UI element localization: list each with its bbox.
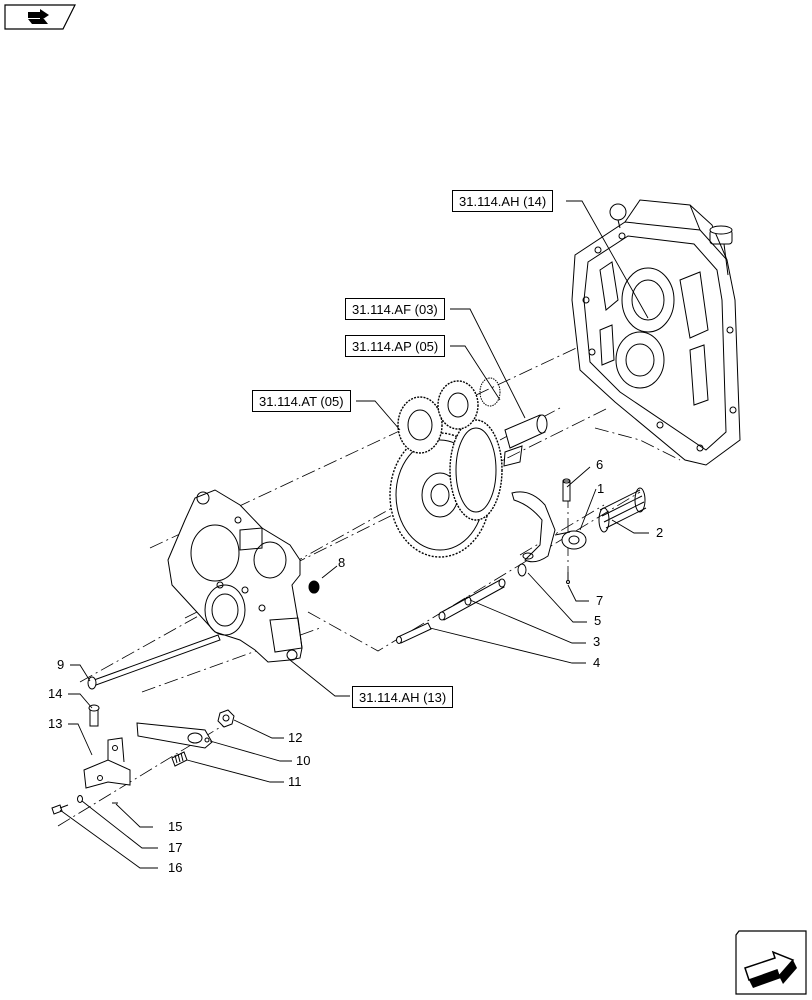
pin-part-14 (88, 704, 100, 727)
callout-17: 17 (168, 840, 183, 855)
reference-31-114-af-03[interactable]: 31.114.AF (03) (345, 298, 445, 320)
shift-rod-part-3 (438, 578, 506, 621)
reference-31-114-ap-05[interactable]: 31.114.AP (05) (345, 335, 446, 357)
callout-16: 16 (168, 860, 183, 875)
reference-31-114-ah-14[interactable]: 31.114.AH (14) (452, 190, 554, 212)
snap-ring-part-5 (517, 552, 534, 577)
front-cover-housing (167, 489, 303, 663)
screw-part-16 (51, 804, 69, 815)
callout-2: 2 (656, 525, 664, 540)
pin-part-4 (396, 622, 432, 644)
washer-part-17 (77, 795, 83, 803)
nut-part-12 (217, 709, 235, 728)
callout-10: 10 (296, 753, 311, 768)
assembly-axis-lines (57, 319, 681, 827)
spring-part-2 (598, 487, 647, 533)
callout-11: 11 (288, 774, 302, 789)
roll-pin-part-6 (562, 478, 571, 502)
callout-3: 3 (593, 634, 601, 649)
callout-12: 12 (288, 730, 303, 745)
gear-cluster (389, 377, 548, 558)
callout-9: 9 (57, 657, 65, 672)
callout-14: 14 (48, 686, 63, 701)
leader-lines (59, 200, 649, 869)
callout-6: 6 (596, 457, 604, 472)
next-page-button[interactable] (735, 930, 807, 995)
callout-4: 4 (593, 655, 601, 670)
pin-part-7 (566, 572, 570, 584)
next-page-icon (735, 930, 807, 995)
callout-13: 13 (48, 716, 63, 731)
callout-8: 8 (338, 555, 346, 570)
plug-part-8 (308, 580, 320, 594)
callout-15: 15 (168, 819, 183, 834)
shift-fork-part-1 (511, 491, 587, 563)
long-bolt-part-9 (87, 634, 221, 690)
reference-31-114-ah-13[interactable]: 31.114.AH (13) (352, 686, 454, 708)
bracket-part-13 (83, 737, 131, 789)
callout-1: 1 (597, 481, 605, 496)
previous-page-icon (4, 4, 76, 30)
reference-31-114-at-05[interactable]: 31.114.AT (05) (252, 390, 351, 412)
set-screw-part-11 (171, 751, 188, 767)
previous-page-button[interactable] (4, 4, 76, 30)
transmission-housing (571, 199, 741, 466)
lever-part-10 (136, 722, 213, 749)
callout-5: 5 (594, 613, 602, 628)
callout-7: 7 (596, 593, 604, 608)
